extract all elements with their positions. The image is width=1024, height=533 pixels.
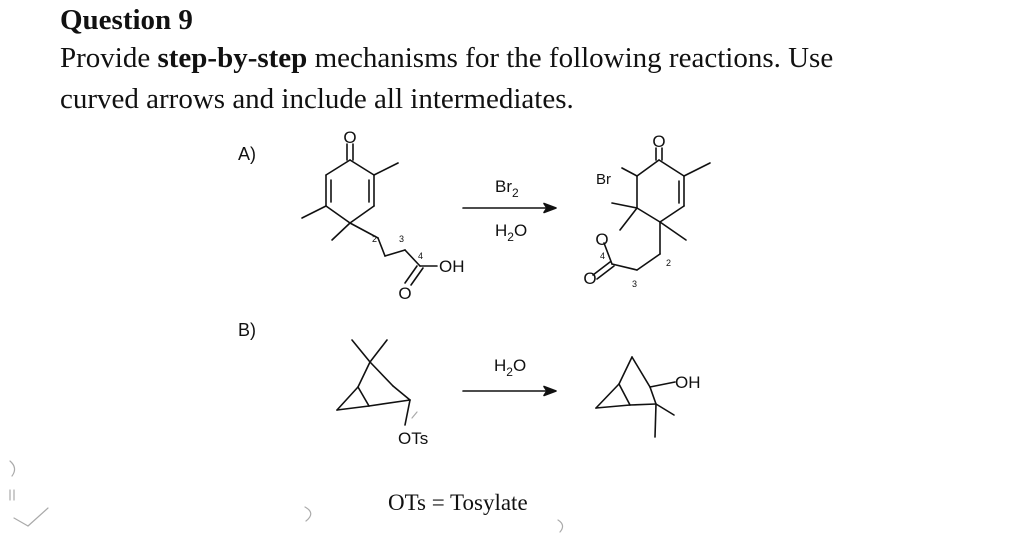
prompt-line-2: curved arrows and include all intermedia…	[60, 83, 574, 115]
prompt-line-1-end: mechanisms for the following reactions. …	[307, 42, 834, 74]
reaction-b-reactant	[336, 339, 411, 426]
product-a-num-4: 4	[600, 251, 605, 261]
product-a-num-2: 2	[666, 258, 671, 268]
prompt-emphasis: step-by-step	[157, 42, 308, 74]
prompt-line-1: Provide step-by-step mechanisms for the …	[60, 38, 960, 79]
product-a-ring-oxygen: O	[595, 230, 608, 249]
reaction-a-reactant	[301, 143, 438, 286]
reagent-b-water: H2O	[494, 356, 526, 379]
product-b-hydroxyl-label: OH	[675, 373, 701, 392]
reaction-a-product	[592, 147, 711, 280]
reaction-a-label: A)	[238, 144, 256, 164]
prompt-line-1-start: Provide	[60, 42, 158, 74]
reactant-a-num-4: 4	[418, 251, 423, 261]
reactant-a-hydroxyl-label: OH	[439, 257, 465, 276]
reactant-b-tosylate-label: OTs	[398, 429, 428, 448]
question-prompt: Provide step-by-step mechanisms for the …	[60, 38, 960, 120]
tosylate-note: OTs = Tosylate	[388, 490, 528, 515]
reagent-a-bromine: Br2	[495, 177, 519, 200]
reactant-a-carbonyl-oxygen: O	[398, 284, 411, 303]
product-a-carbonyl-oxygen: O	[583, 269, 596, 288]
product-a-num-3: 3	[632, 279, 637, 289]
product-a-bromine-label: Br	[596, 171, 611, 188]
reactant-a-oxygen-label: O	[343, 128, 356, 147]
reaction-b-label: B)	[238, 320, 256, 340]
reactant-a-num-3: 3	[399, 234, 404, 244]
reaction-a-arrow	[462, 202, 557, 214]
reaction-b-product	[595, 356, 676, 438]
question-title: Question 9	[60, 4, 193, 36]
reaction-b-arrow	[462, 385, 557, 397]
product-a-oxygen-top: O	[652, 132, 665, 151]
margin-pencil-marks	[9, 411, 564, 533]
reagent-a-water: H2O	[495, 221, 527, 244]
reactant-a-num-2: 2	[372, 234, 377, 244]
